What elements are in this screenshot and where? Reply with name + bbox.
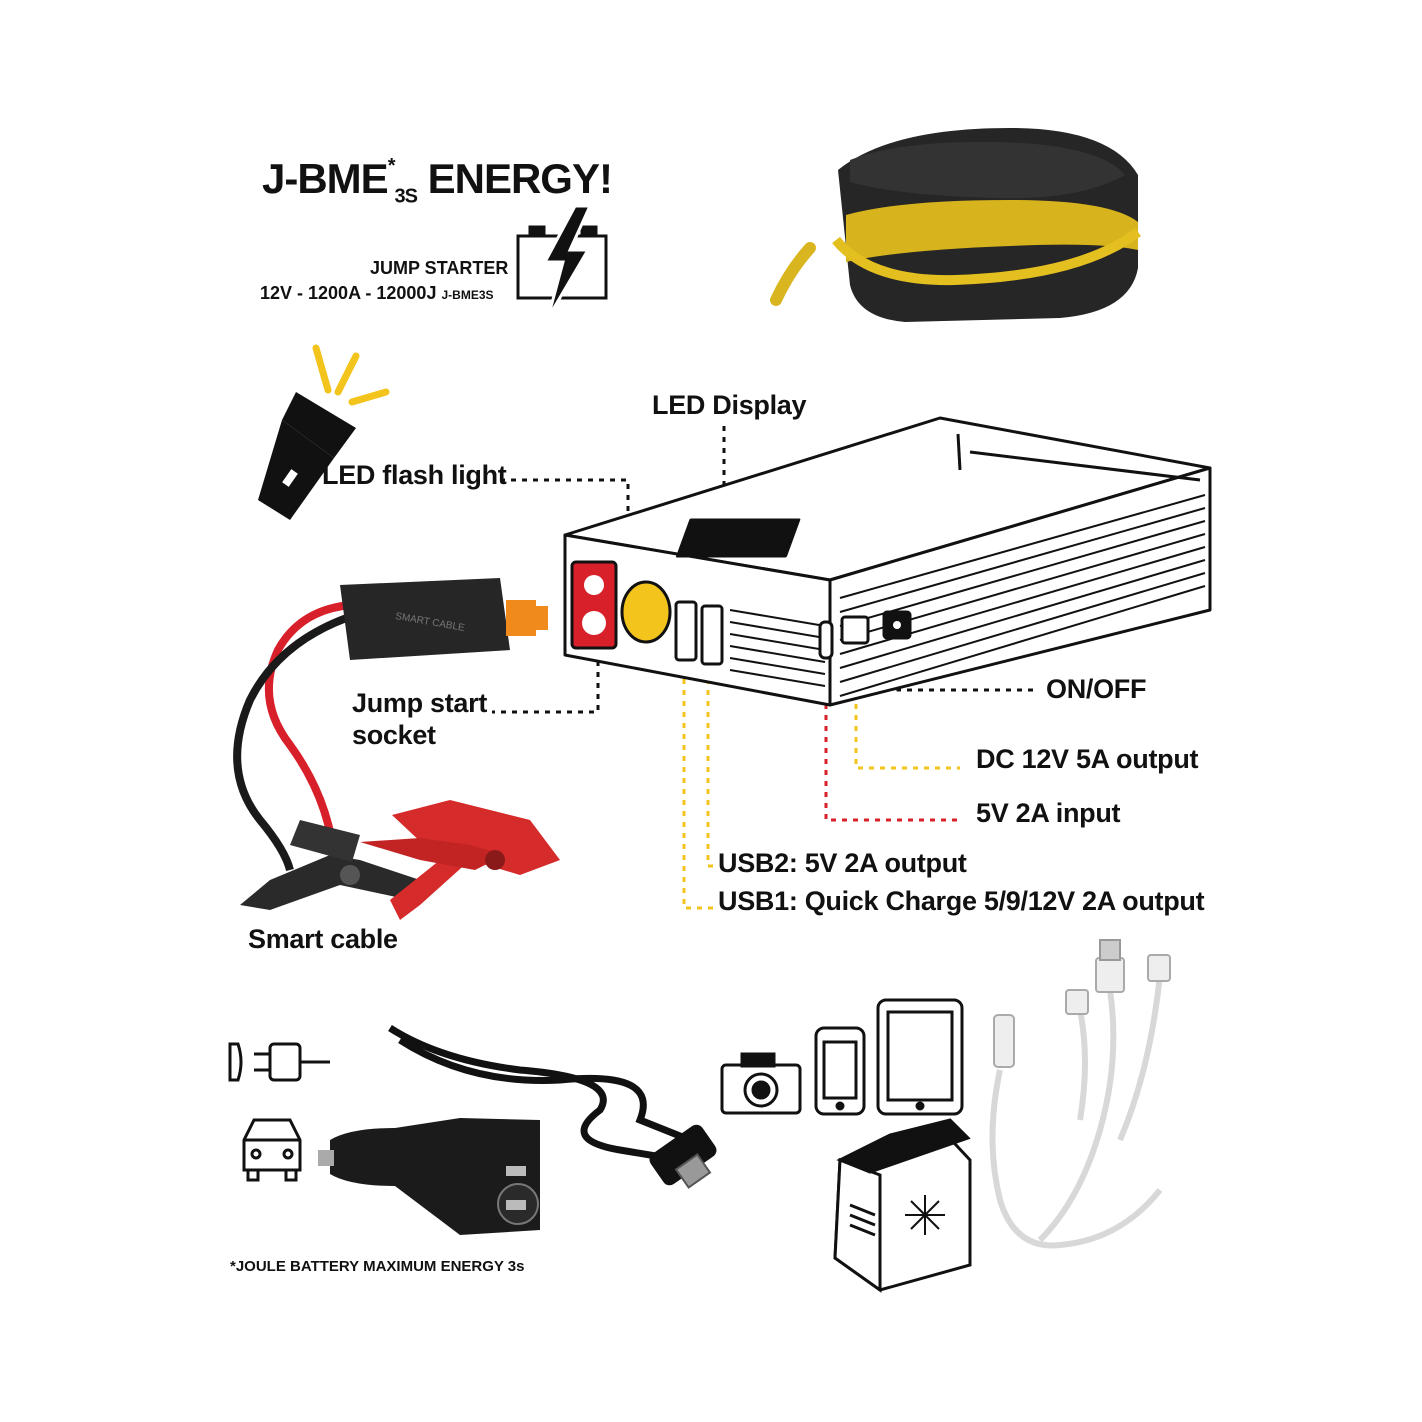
product-title: J-BME*3S ENERGY! [262, 155, 613, 208]
battery-bolt-icon [516, 204, 608, 319]
jump-starter-spec: 12V - 1200A - 12000J J-BME3S [260, 283, 494, 303]
label-on-off: ON/OFF [1046, 674, 1147, 704]
label-jump-start-socket-line1: Jump start [352, 688, 488, 718]
jump-starter-label: JUMP STARTER [370, 258, 509, 278]
usb-cable [388, 1025, 717, 1189]
footnote: *JOULE BATTERY MAXIMUM ENERGY 3s [230, 1258, 525, 1275]
flashlight-icon [258, 344, 390, 520]
cooler-box-icon [833, 1118, 972, 1293]
smart-cable: SMART CABLE [233, 578, 560, 920]
label-jump-start-socket-line2: socket [352, 720, 436, 750]
jump-starter-device [563, 416, 1212, 707]
car-charger [318, 1118, 540, 1235]
wall-plug-icon [228, 1042, 330, 1082]
car-icon [242, 1118, 302, 1182]
label-smart-cable: Smart cable [248, 924, 398, 954]
label-usb2: USB2: 5V 2A output [718, 848, 967, 878]
label-led-display: LED Display [652, 390, 807, 420]
label-5v-input: 5V 2A input [976, 798, 1121, 828]
label-usb1: USB1: Quick Charge 5/9/12V 2A output [718, 886, 1205, 916]
camera-icon [720, 1052, 802, 1115]
phone-icon [814, 1026, 866, 1116]
label-dc-output: DC 12V 5A output [976, 744, 1199, 774]
label-led-flash-light: LED flash light [322, 460, 507, 490]
tablet-icon [876, 998, 964, 1116]
carry-case [770, 128, 1142, 322]
multi-usb-cable [989, 939, 1171, 1249]
